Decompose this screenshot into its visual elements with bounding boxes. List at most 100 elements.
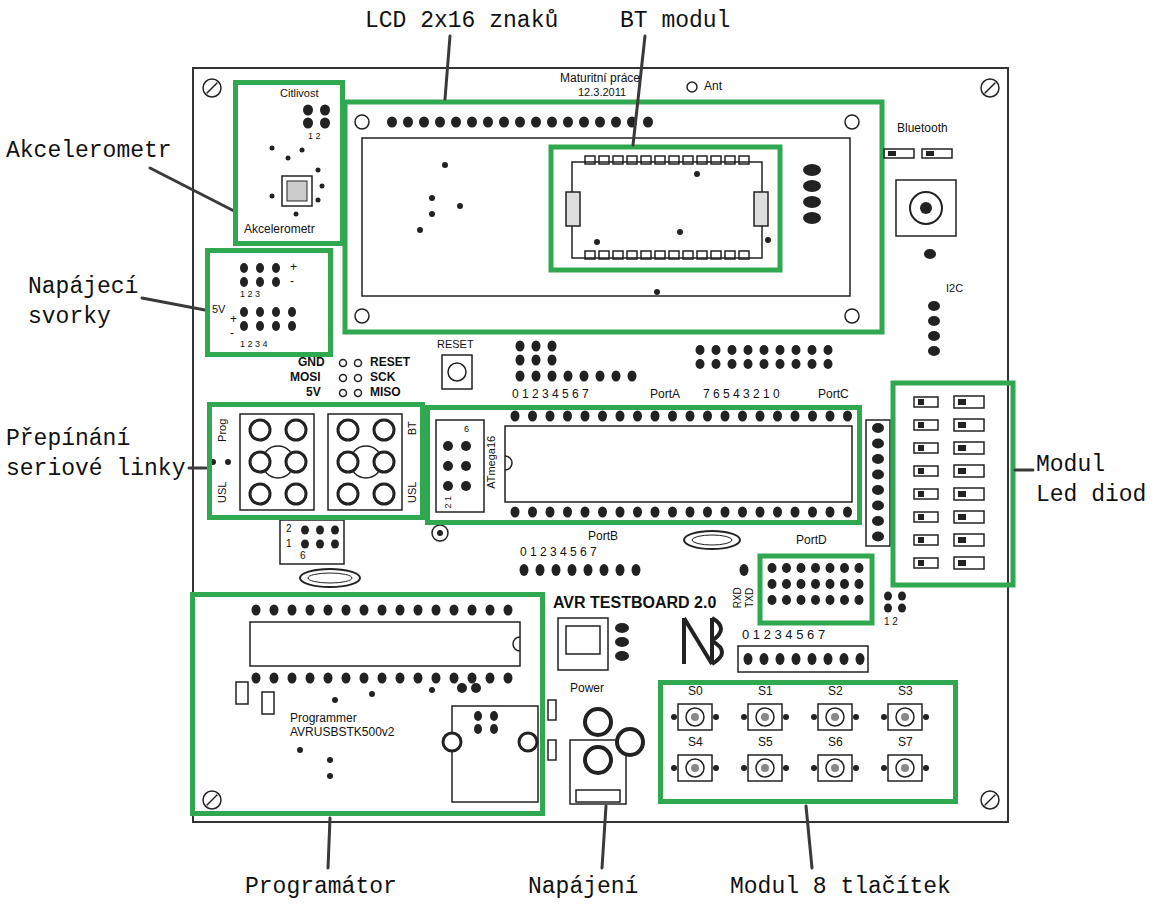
solder-pad	[824, 345, 833, 355]
solder-pad	[490, 711, 498, 721]
via-dot	[429, 687, 435, 693]
smd-pad	[958, 468, 966, 474]
silkscreen-text: 6	[464, 424, 469, 434]
solder-pad	[612, 371, 621, 382]
solder-pad	[840, 653, 849, 665]
smd-pad	[918, 422, 924, 428]
callout-label: Programátor	[245, 872, 397, 902]
silkscreen-text: 2	[286, 523, 292, 535]
solder-pad	[633, 411, 642, 422]
callout-label: Modul Led diod	[1036, 450, 1151, 510]
bt-module-pad	[599, 156, 609, 164]
leader-line	[142, 298, 205, 310]
power-jack-pin	[585, 709, 611, 735]
callout-label: Napájení	[528, 872, 638, 902]
solder-pad	[872, 454, 884, 464]
button-center	[831, 764, 839, 772]
smd-pad	[958, 422, 966, 428]
silkscreen-text: 7 6 5 4 3 2 1 0	[703, 388, 780, 402]
solder-pad	[360, 605, 369, 616]
led-smd	[954, 396, 984, 408]
silkscreen-text: S2	[828, 685, 843, 699]
lcd-highlight	[345, 102, 882, 332]
resistor-smd	[914, 420, 938, 430]
button-body	[678, 704, 712, 730]
solder-pad	[808, 411, 817, 422]
solder-pad	[811, 595, 820, 605]
solder-pad	[580, 371, 589, 382]
crystal-inner	[308, 573, 352, 583]
solder-pad	[843, 507, 852, 518]
smd-pad	[918, 537, 924, 543]
solder-pad	[486, 605, 495, 616]
smd-pad	[958, 560, 966, 566]
silkscreen-text: Bluetooth	[897, 122, 948, 136]
bt-module-pad	[585, 251, 595, 259]
silkscreen-text: S3	[898, 685, 913, 699]
bt-module-outline	[572, 162, 762, 258]
bt-module-pad	[641, 156, 651, 164]
solder-pad	[504, 673, 513, 684]
via-dot	[316, 168, 321, 173]
bt-module-pad	[599, 251, 609, 259]
bt-module-highlight	[551, 147, 780, 270]
solder-pad	[651, 507, 660, 518]
solder-pad	[504, 605, 513, 616]
button-center	[901, 764, 909, 772]
mounting-hole	[203, 79, 221, 97]
solder-pad	[467, 117, 477, 128]
highlight-box: +-1 2 35V+-1 2 3 4	[205, 248, 333, 357]
button-cap	[826, 708, 844, 726]
via-dot	[594, 239, 600, 245]
trimmer-ring	[910, 192, 942, 224]
switch-pin	[250, 420, 270, 440]
via-dot	[417, 227, 423, 233]
silkscreen-text: 1 2 3	[240, 289, 260, 299]
silkscreen-text: 1 2 3 4	[240, 339, 268, 349]
solder-pad	[811, 579, 820, 589]
leader-line	[633, 36, 645, 145]
solder-pad	[808, 345, 817, 355]
via-dot	[327, 757, 333, 763]
solder-pad	[252, 673, 261, 684]
solder-pad	[826, 595, 835, 605]
button-center	[901, 713, 909, 721]
highlight-box: Programmer AVRUSBSTK500v2	[190, 592, 545, 816]
solder-pad	[240, 277, 248, 287]
button-pad	[671, 765, 677, 771]
solder-pad	[668, 507, 677, 518]
button-body	[818, 755, 852, 781]
button-center	[831, 713, 839, 721]
solder-pad	[792, 345, 801, 355]
silkscreen-text: MOSI	[290, 371, 321, 385]
solder-pad	[548, 371, 557, 382]
solder-pad	[824, 653, 833, 665]
silkscreen-text: 2 1	[443, 496, 453, 509]
smd-part	[262, 692, 274, 714]
callout-label: Napájecí svorky	[28, 272, 158, 332]
solder-pad	[272, 307, 280, 317]
callout-label: BT modul	[620, 6, 730, 36]
switch-pin	[374, 420, 394, 440]
solder-pad	[303, 118, 313, 129]
header-outline	[738, 646, 868, 672]
solder-pad	[773, 411, 782, 422]
lcd-hole	[845, 309, 859, 323]
highlight-box: ProgUSLBTUSL	[207, 402, 425, 520]
button-pad	[853, 765, 859, 771]
trimmer-body	[896, 180, 956, 236]
button-pad	[923, 714, 929, 720]
solder-pad	[595, 117, 605, 128]
mounting-hole	[981, 791, 999, 809]
silkscreen-text: 0 1 2 3 4 5 6 7	[520, 546, 597, 560]
solder-pad	[782, 579, 791, 589]
solder-pad	[516, 341, 525, 352]
led-smd	[954, 534, 984, 546]
reset-button	[442, 355, 472, 389]
leader-line	[150, 168, 236, 212]
solder-pad	[824, 359, 833, 369]
solder-pad	[792, 359, 801, 369]
silkscreen-text: RESET	[370, 356, 410, 370]
